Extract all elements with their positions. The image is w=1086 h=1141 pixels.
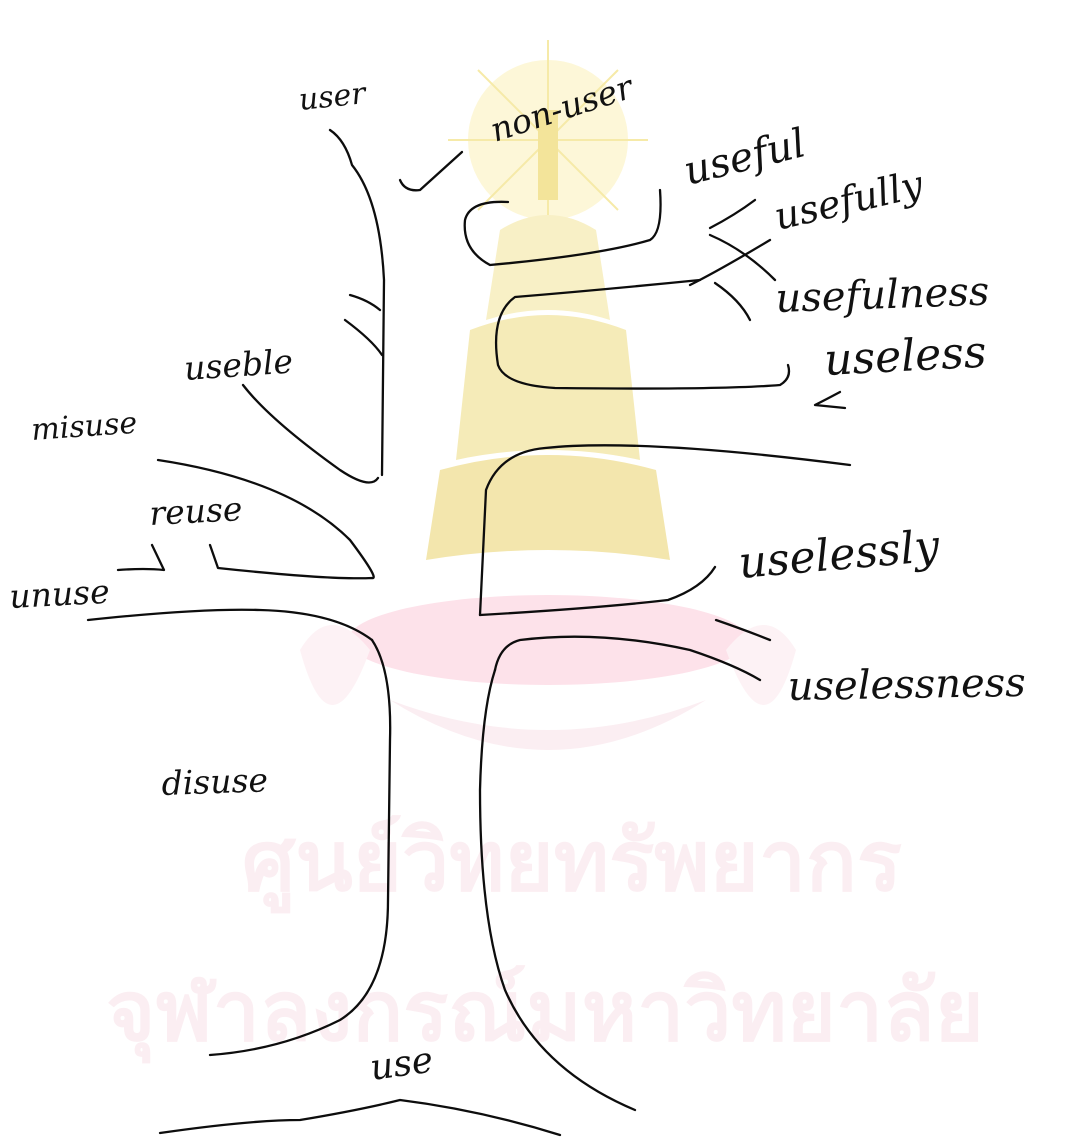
label-uselessly: uselessly	[737, 521, 943, 589]
label-useful: useful	[679, 120, 810, 194]
label-useless: useless	[823, 327, 988, 386]
word-labels: user non-user useful usefully usefulness…	[8, 66, 1026, 1089]
label-use: use	[368, 1040, 436, 1089]
label-reuse: reuse	[148, 489, 243, 533]
watermark-text-line1: ศูนย์วิทยทรัพยากร	[242, 812, 902, 914]
label-user: user	[297, 76, 369, 118]
label-disuse: disuse	[161, 760, 269, 803]
label-usefulness: usefulness	[775, 269, 990, 322]
label-useble: useble	[183, 341, 294, 388]
label-misuse: misuse	[30, 406, 138, 448]
label-usefully: usefully	[770, 162, 927, 239]
label-uselessness: uselessness	[787, 660, 1026, 710]
label-unuse: unuse	[8, 572, 110, 616]
